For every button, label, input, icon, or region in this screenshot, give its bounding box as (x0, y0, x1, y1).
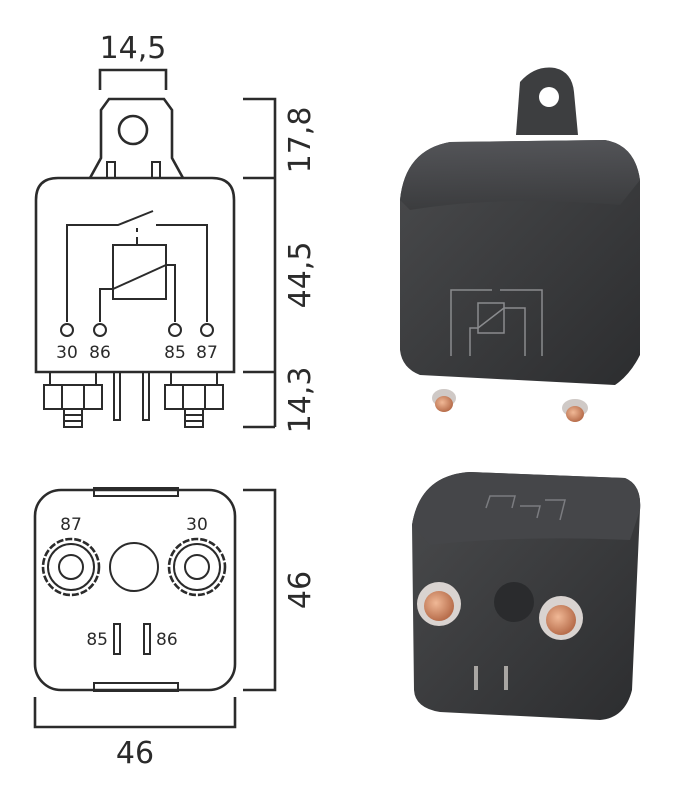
pin-label-87: 87 (196, 343, 218, 363)
pin-label-86: 86 (89, 343, 111, 363)
stud-label-87: 87 (60, 515, 82, 535)
nut-right (164, 384, 224, 410)
pin-label-85: 85 (164, 343, 186, 363)
width-label: 46 (116, 736, 154, 771)
relay-photo-base (412, 472, 641, 720)
photo-schematic-print (450, 289, 543, 356)
photo-center-boss (494, 582, 534, 622)
stud-left (63, 408, 83, 428)
photo-stud-right (566, 406, 584, 422)
photo-base-schematic-print (485, 495, 566, 521)
relay-body-outline (34, 176, 236, 374)
photo-stud-left (435, 396, 453, 412)
top-clip-slot (93, 487, 179, 497)
stud-right (184, 408, 204, 428)
wiring-schematic: 30 86 85 87 (56, 210, 218, 363)
bottom-clip-slot (93, 682, 179, 692)
blade-label-85: 85 (86, 630, 108, 650)
stud-label-30: 30 (186, 515, 208, 535)
bottom-view-drawing: 87 30 85 86 46 46 (33, 487, 318, 771)
tab-rib-left (106, 161, 116, 179)
terminal-height-label: 14,3 (283, 367, 318, 434)
tab-width-dimension-line (98, 68, 168, 90)
width-dimension-line (33, 697, 237, 729)
switch-contact-87 (156, 224, 208, 322)
body-height-label: 44,5 (283, 242, 318, 309)
center-boss (109, 542, 159, 592)
photo-stud-87 (424, 591, 454, 621)
depth-label: 46 (283, 571, 318, 609)
pin-label-30: 30 (56, 343, 78, 363)
depth-dimension-line (243, 488, 277, 692)
coil-lead-85 (166, 264, 176, 322)
mounting-hole (117, 114, 149, 146)
coil-lead-86 (99, 288, 113, 322)
stud-87 (41, 537, 101, 597)
blade-86 (143, 623, 151, 655)
blade-left (113, 371, 121, 421)
height-dimension-lines (243, 97, 277, 429)
pin-30-circle (60, 323, 74, 337)
blade-85 (113, 623, 121, 655)
stud-30 (167, 537, 227, 597)
photo-blade-85 (474, 666, 478, 690)
mounting-tab (88, 97, 185, 179)
relay-photo-front (400, 67, 640, 422)
blade-right (142, 371, 150, 421)
pin-85-circle (168, 323, 182, 337)
photo-mounting-hole (539, 87, 559, 107)
photo-blade-86 (504, 666, 508, 690)
switch-contact-30 (66, 210, 154, 322)
tab-rib-right (151, 161, 161, 179)
blade-label-86: 86 (156, 630, 178, 650)
terminals (43, 371, 224, 428)
pin-86-circle (93, 323, 107, 337)
side-view-drawing: 14,5 30 86 85 87 (34, 31, 318, 434)
photo-stud-30 (546, 605, 576, 635)
coil-box (112, 244, 167, 300)
coil-diagonal (112, 264, 167, 290)
nut-left (43, 384, 103, 410)
tab-height-label: 17,8 (283, 107, 318, 174)
tab-width-label: 14,5 (100, 31, 167, 66)
pin-87-circle (200, 323, 214, 337)
